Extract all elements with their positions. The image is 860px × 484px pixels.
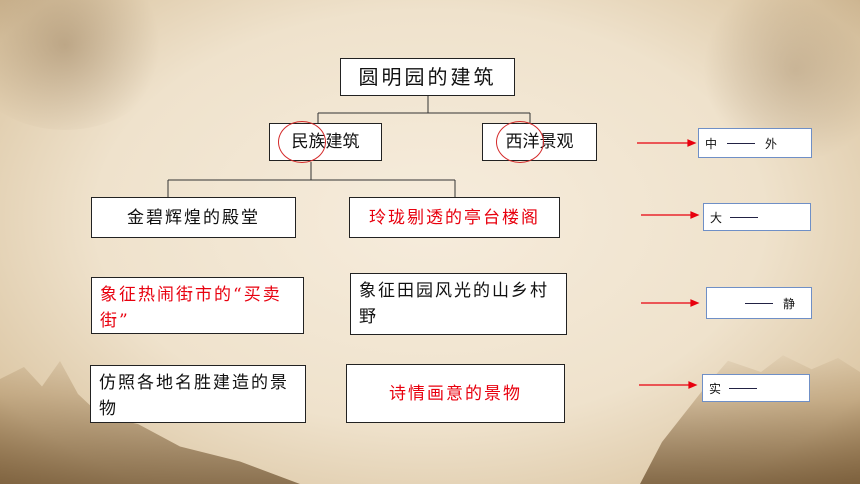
highlight-circle-western [496,121,544,163]
node-poetic-scenery-label: 诗情画意的景物 [389,383,522,404]
node-pavilions: 玲珑剔透的亭台楼阁 [349,197,560,238]
answer-1-right: 外 [765,136,778,151]
node-countryside: 象征田园风光的山乡村野 [350,273,567,335]
answer-box-4[interactable]: 实 [702,374,810,402]
node-palace-label: 金碧辉煌的殿堂 [127,207,260,228]
node-market-street-label: 象征热闹街市的“买卖街” [100,285,282,331]
node-famous-scenery-label: 仿照各地名胜建造的景物 [99,373,289,419]
answer-2-blank [730,216,759,218]
root-label: 圆明园的建筑 [358,65,497,89]
answer-box-2[interactable]: 大 [703,203,811,231]
answer-2-left: 大 [710,210,723,225]
answer-box-1[interactable]: 中 外 [698,128,812,158]
node-market-street: 象征热闹街市的“买卖街” [91,277,304,334]
root-node: 圆明园的建筑 [340,58,515,96]
node-famous-scenery: 仿照各地名胜建造的景物 [90,365,306,423]
answer-4-left: 实 [709,381,722,396]
answer-box-3[interactable]: 静 [706,287,812,319]
answer-4-blank [729,387,758,389]
answer-3-blank [744,302,773,304]
node-ethnic-suffix: 建筑 [325,132,360,152]
node-pavilions-label: 玲珑剔透的亭台楼阁 [369,207,540,228]
answer-1-left: 中 [705,136,718,151]
highlight-circle-ethnic [278,121,326,163]
node-western-suffix: 景观 [539,132,574,152]
node-poetic-scenery: 诗情画意的景物 [346,364,565,423]
answer-3-right: 静 [782,296,795,311]
node-countryside-label: 象征田园风光的山乡村野 [359,281,549,327]
answer-1-blank [727,142,756,144]
node-palace: 金碧辉煌的殿堂 [91,197,296,238]
